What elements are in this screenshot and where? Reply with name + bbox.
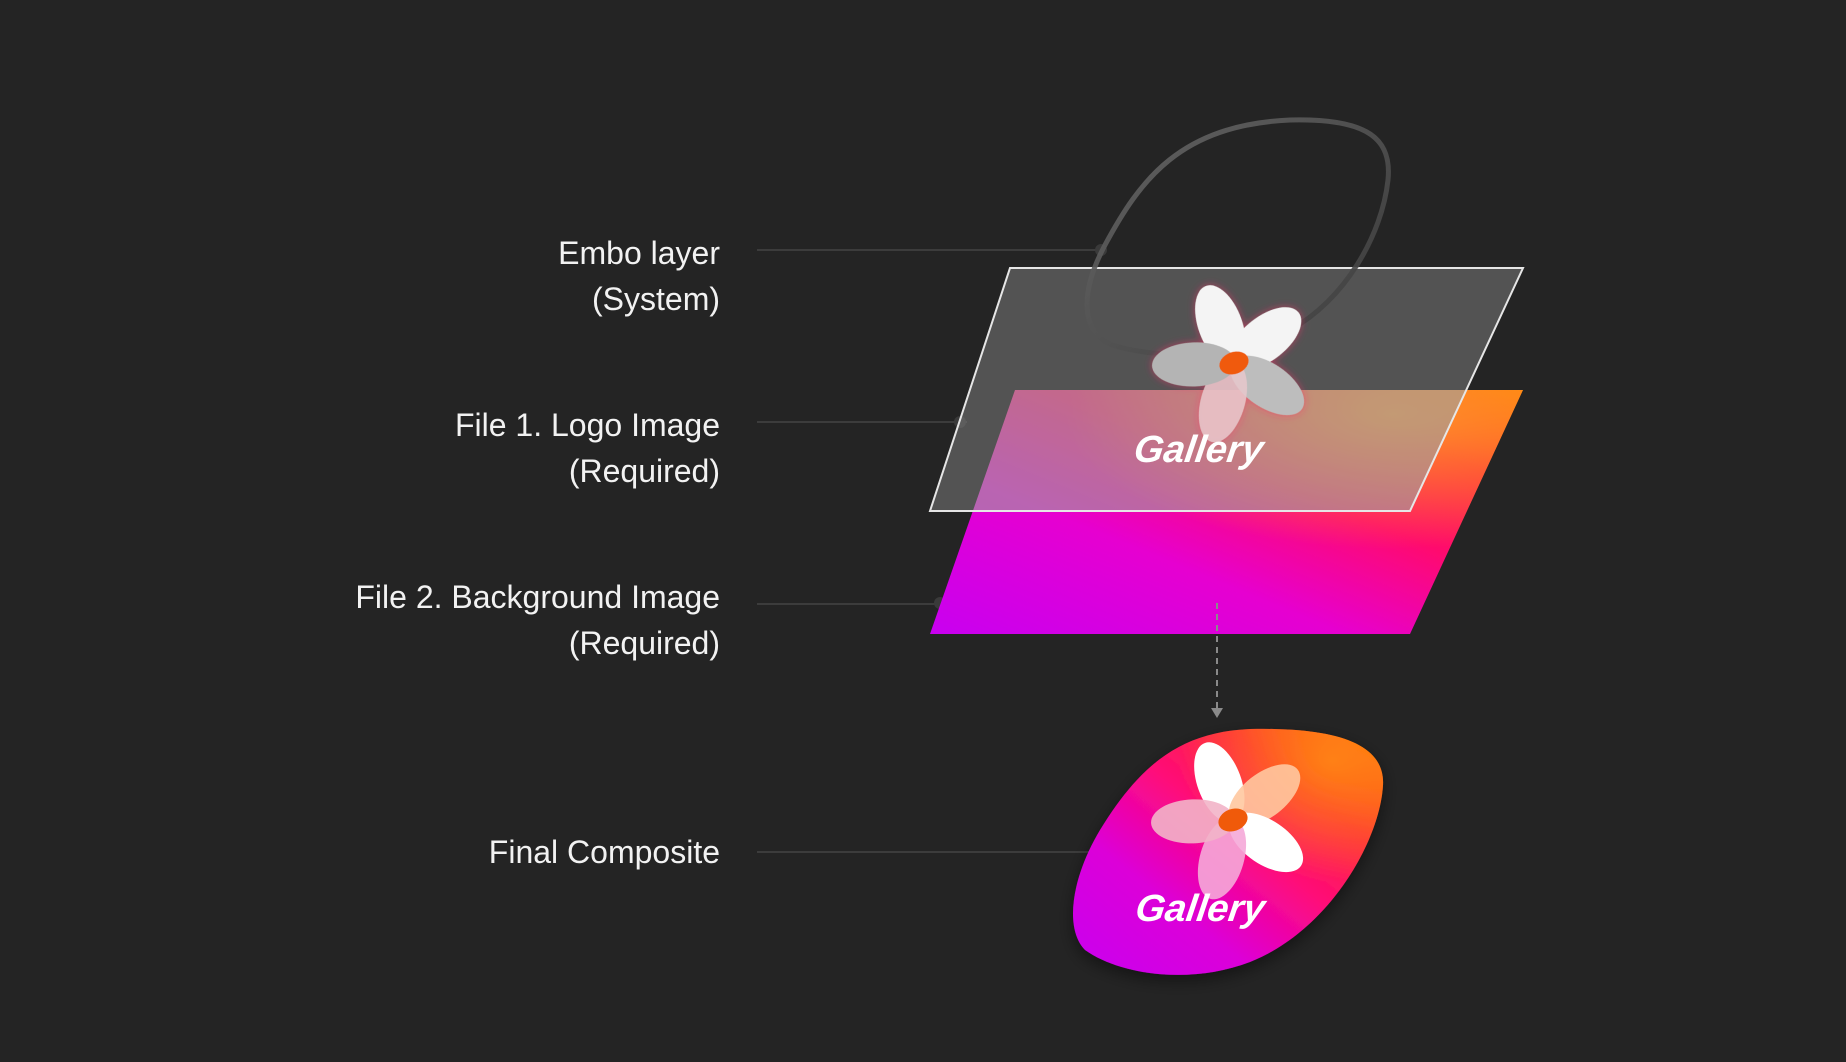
label-embo-subtitle: (System) — [592, 281, 720, 317]
label-background-subtitle: (Required) — [568, 625, 720, 661]
leader-line-logo — [757, 421, 967, 423]
label-logo-subtitle: (Required) — [568, 453, 720, 489]
leader-line-embo — [757, 249, 1097, 251]
composite-flower-icon — [1151, 742, 1304, 900]
flower-logo-icon — [1152, 285, 1305, 443]
label-logo-image: File 1. Logo Image (Required) — [455, 402, 720, 494]
leader-line-final — [757, 851, 1097, 853]
label-background-image: File 2. Background Image (Required) — [355, 574, 720, 666]
composite-arrow-icon — [1211, 603, 1223, 718]
logo-text-gallery: Gallery — [1131, 428, 1268, 471]
label-final-composite: Final Composite — [489, 829, 720, 875]
label-embo-title: Embo layer — [558, 235, 720, 271]
composite-text-gallery: Gallery — [1133, 887, 1270, 930]
label-background-title: File 2. Background Image — [355, 579, 720, 615]
label-logo-title: File 1. Logo Image — [454, 407, 720, 443]
label-final-title: Final Composite — [488, 834, 720, 870]
label-embo-layer: Embo layer (System) — [558, 230, 720, 322]
leader-line-background — [757, 603, 942, 605]
